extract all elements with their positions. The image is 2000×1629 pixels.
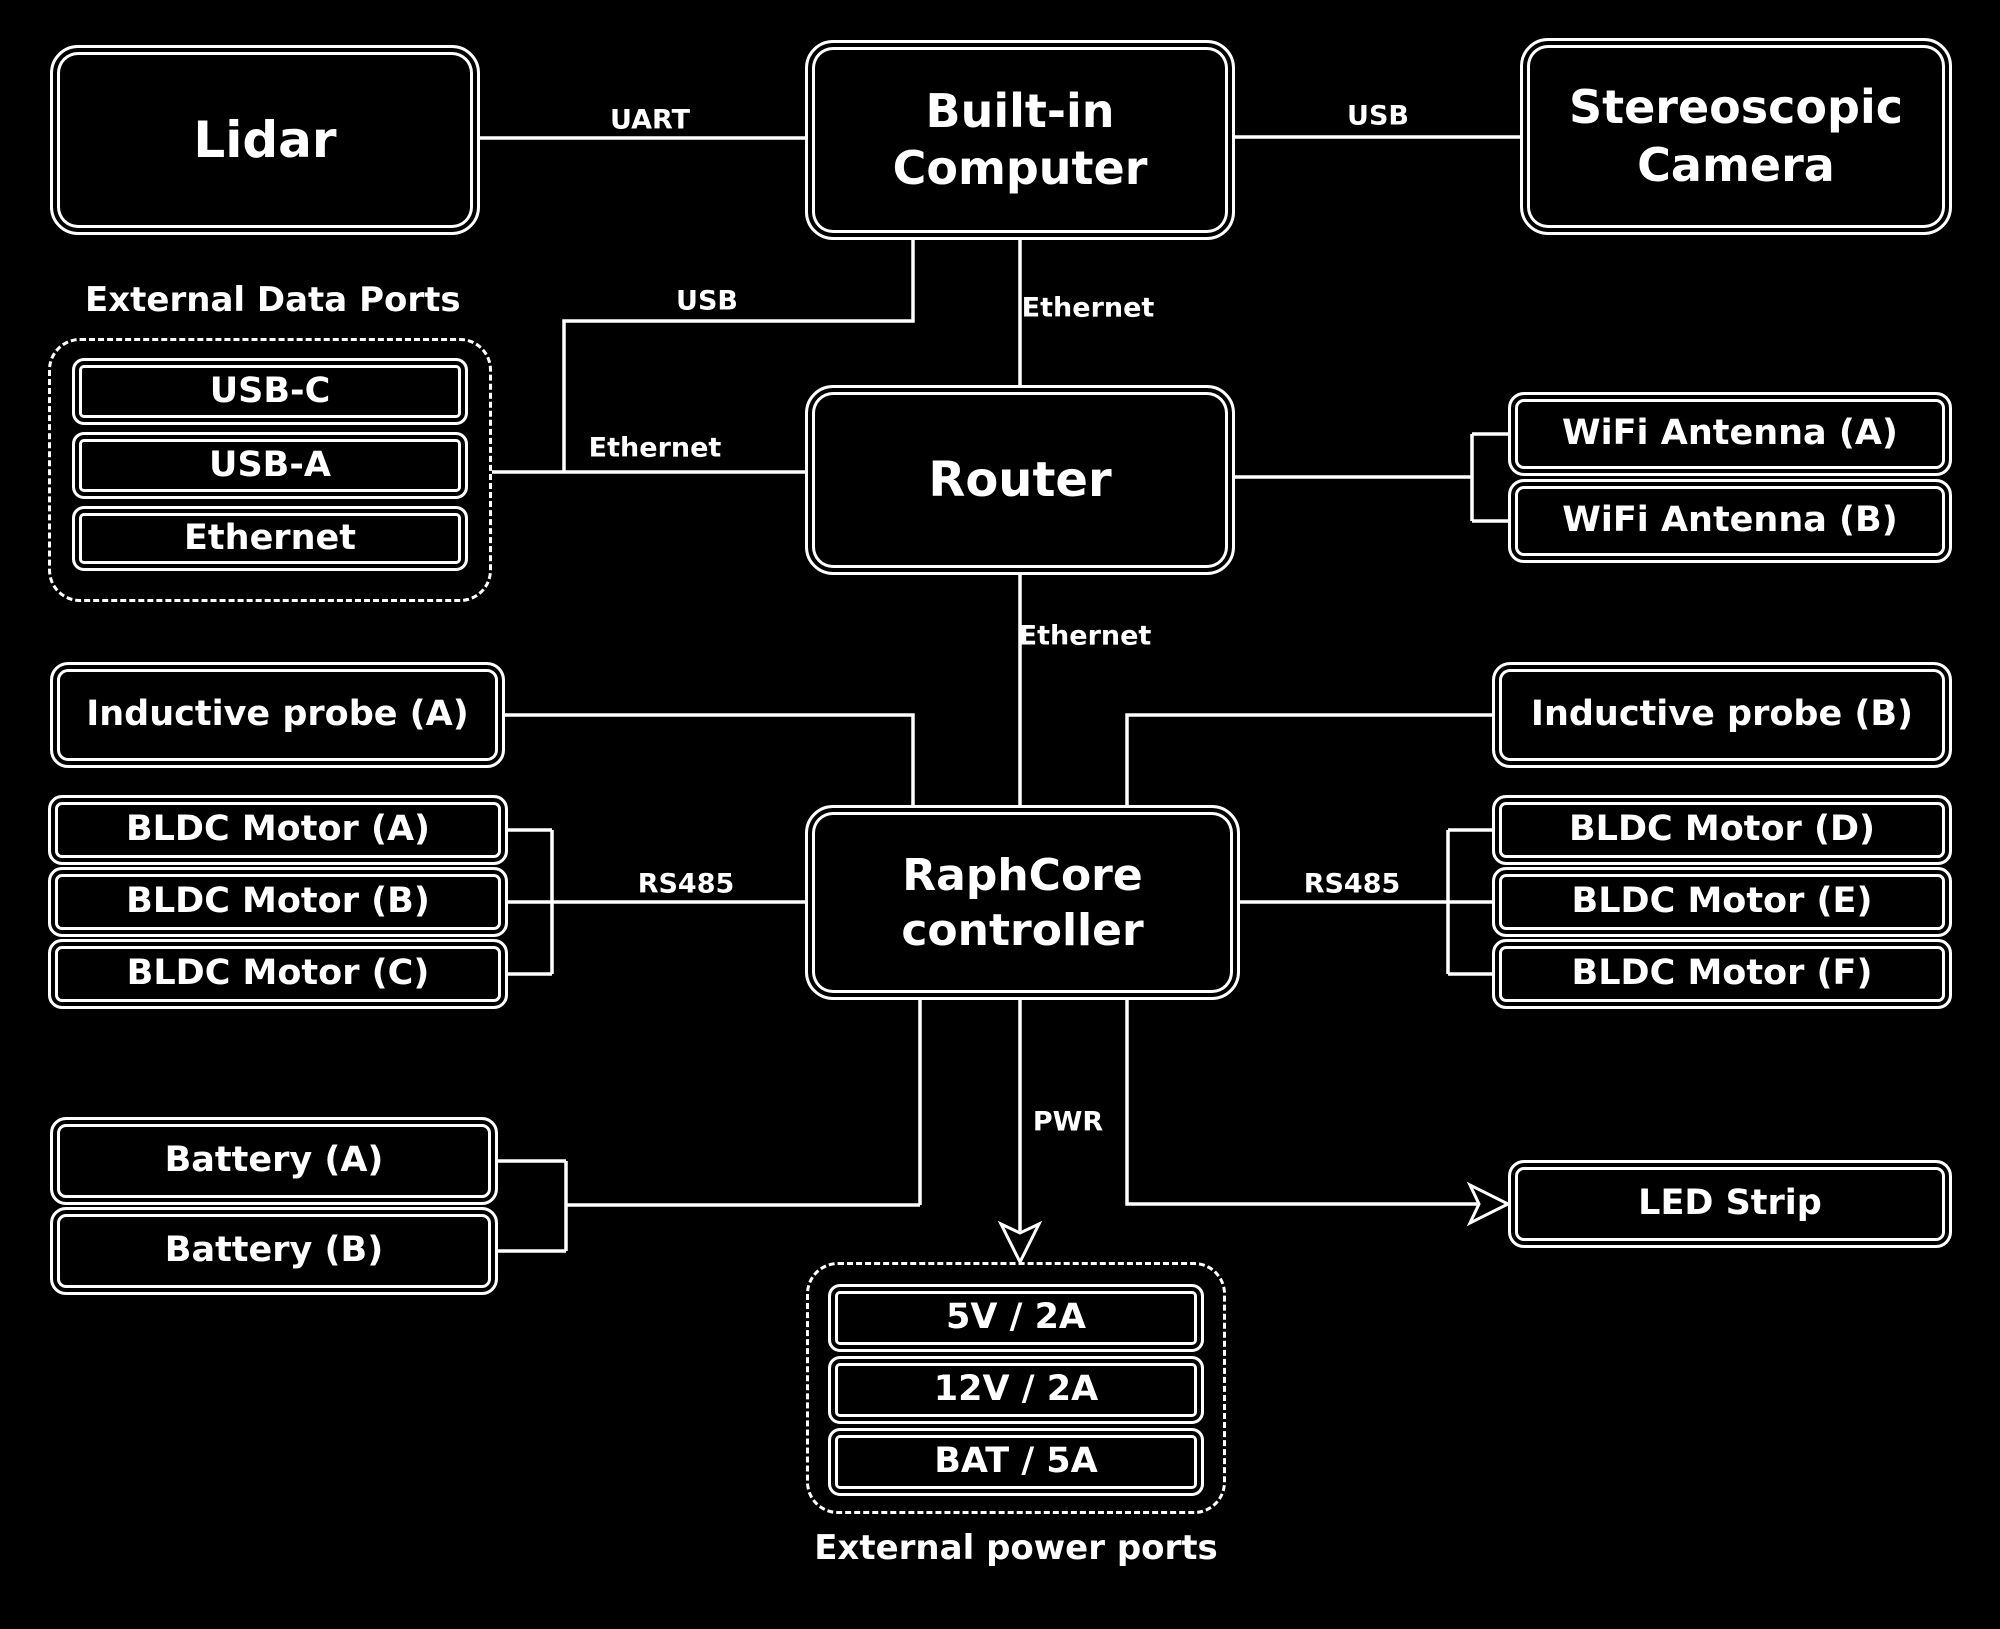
node-battery-a-label: Battery (A) <box>164 1140 384 1181</box>
node-builtin-computer-label-line2: Computer <box>892 141 1148 195</box>
arrowhead-pwr <box>997 1220 1043 1266</box>
port-ethernet: Ethernet <box>72 506 468 571</box>
edge-controller-led <box>1125 1000 1477 1206</box>
port-usb-c-label: USB-C <box>209 370 331 411</box>
edge-label-uart: UART <box>610 104 690 136</box>
port-usb-a-label: USB-A <box>209 444 331 485</box>
node-bldc-motor-e: BLDC Motor (E) <box>1492 867 1952 937</box>
edge-label-ethernet-computer-router: Ethernet <box>1021 292 1155 324</box>
port-bat-5a: BAT / 5A <box>828 1428 1204 1496</box>
node-bldc-motor-a-label: BLDC Motor (A) <box>125 809 431 850</box>
node-inductive-probe-a: Inductive probe (A) <box>50 662 505 768</box>
node-bldc-motor-b-label: BLDC Motor (B) <box>126 881 430 922</box>
edge-label-pwr: PWR <box>1032 1106 1104 1138</box>
node-builtin-computer: Built-in Computer <box>805 40 1235 240</box>
node-inductive-probe-b-label: Inductive probe (B) <box>1530 694 1914 735</box>
arrowhead-led <box>1466 1181 1512 1227</box>
edge-motors-left-rs485 <box>508 828 805 976</box>
port-12v-2a-label: 12V / 2A <box>933 1369 1099 1410</box>
node-stereoscopic-camera: Stereoscopic Camera <box>1520 38 1952 235</box>
external-data-ports-title: External Data Ports <box>85 280 461 320</box>
edge-label-rs485-left: RS485 <box>637 868 735 900</box>
port-usb-c: USB-C <box>72 358 468 425</box>
edge-batteries-controller <box>498 1000 922 1253</box>
edge-label-usb-camera: USB <box>1347 100 1409 132</box>
edge-probe-b-controller <box>1125 713 1492 805</box>
port-usb-a: USB-A <box>72 432 468 499</box>
external-power-ports-title: External power ports <box>814 1528 1218 1568</box>
node-battery-b-label: Battery (B) <box>164 1230 384 1271</box>
node-bldc-motor-c: BLDC Motor (C) <box>48 939 508 1009</box>
edge-probe-a-controller <box>505 713 915 805</box>
node-bldc-motor-c-label: BLDC Motor (C) <box>126 953 430 994</box>
port-5v-2a-label: 5V / 2A <box>945 1297 1087 1338</box>
node-inductive-probe-b: Inductive probe (B) <box>1492 662 1952 768</box>
port-12v-2a: 12V / 2A <box>828 1356 1204 1424</box>
node-wifi-antenna-a: WiFi Antenna (A) <box>1508 392 1952 476</box>
node-builtin-computer-label-line1: Built-in <box>925 83 1115 138</box>
node-router: Router <box>805 385 1235 575</box>
node-stereoscopic-camera-label-line2: Camera <box>1637 137 1835 192</box>
node-wifi-antenna-b: WiFi Antenna (B) <box>1508 479 1952 563</box>
node-raphcore-controller: RaphCore controller <box>805 805 1240 1000</box>
node-router-label: Router <box>928 452 1112 508</box>
node-bldc-motor-a: BLDC Motor (A) <box>48 795 508 865</box>
edge-label-ethernet-router-controller: Ethernet <box>1018 620 1152 652</box>
node-wifi-antenna-a-label: WiFi Antenna (A) <box>1562 413 1898 454</box>
node-bldc-motor-f-label: BLDC Motor (F) <box>1571 953 1873 994</box>
edge-computer-dataports-usb <box>562 240 915 472</box>
node-bldc-motor-d-label: BLDC Motor (D) <box>1568 809 1876 850</box>
edge-label-ethernet-dataports-router: Ethernet <box>588 432 722 464</box>
edge-label-usb-dataports: USB <box>676 285 738 317</box>
node-led-strip-label: LED Strip <box>1638 1183 1822 1224</box>
node-lidar-label: Lidar <box>193 110 337 169</box>
port-ethernet-label: Ethernet <box>184 517 356 558</box>
node-bldc-motor-b: BLDC Motor (B) <box>48 867 508 937</box>
edge-motors-right-rs485 <box>1240 828 1492 976</box>
node-inductive-probe-a-label: Inductive probe (A) <box>86 694 469 735</box>
node-bldc-motor-f: BLDC Motor (F) <box>1492 939 1952 1009</box>
edge-label-rs485-right: RS485 <box>1303 868 1401 900</box>
node-stereoscopic-camera-label-line1: Stereoscopic <box>1568 80 1904 134</box>
port-5v-2a: 5V / 2A <box>828 1284 1204 1352</box>
node-raphcore-controller-label-line2: controller <box>901 904 1144 956</box>
node-wifi-antenna-b-label: WiFi Antenna (B) <box>1562 500 1898 541</box>
edge-router-wifi <box>1235 432 1508 523</box>
port-bat-5a-label: BAT / 5A <box>934 1441 1098 1482</box>
node-raphcore-controller-label-line1: RaphCore <box>902 849 1143 901</box>
node-bldc-motor-d: BLDC Motor (D) <box>1492 795 1952 865</box>
node-led-strip: LED Strip <box>1508 1160 1952 1248</box>
node-battery-b: Battery (B) <box>50 1207 498 1295</box>
node-battery-a: Battery (A) <box>50 1117 498 1205</box>
node-lidar: Lidar <box>50 45 480 235</box>
node-bldc-motor-e-label: BLDC Motor (E) <box>1571 881 1873 922</box>
